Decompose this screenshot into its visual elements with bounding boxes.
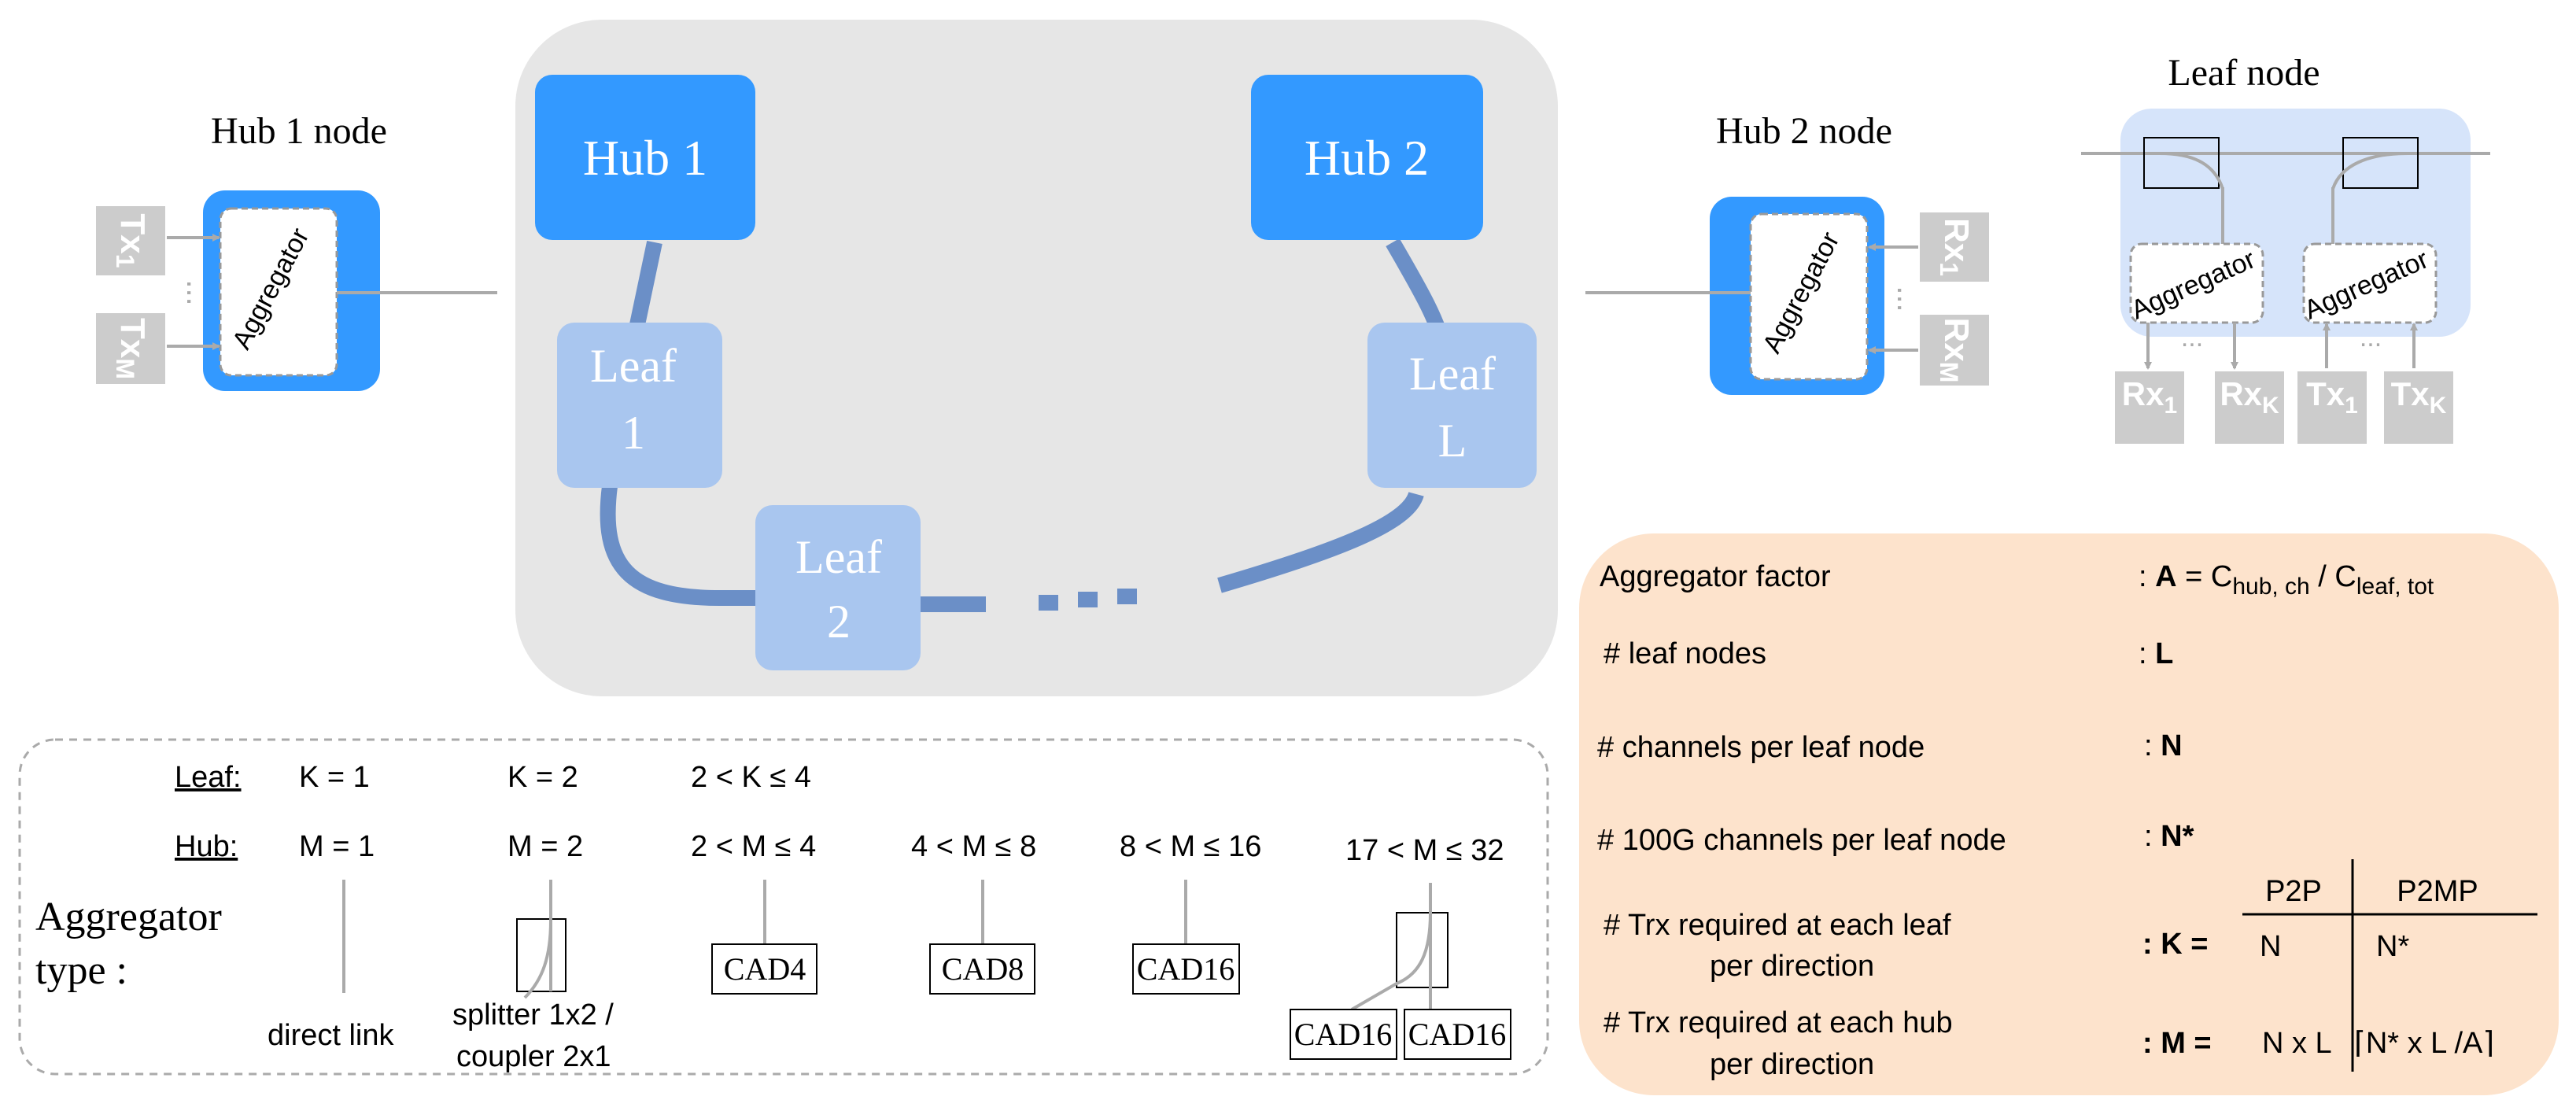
hub2-rx1-label: Rx1 bbox=[1935, 218, 1976, 276]
param-trx-hub-line1: # Trx required at each hub bbox=[1604, 1006, 1953, 1039]
param-aggregator-factor-label: Aggregator factor bbox=[1600, 560, 1831, 593]
hub2-label: Hub 2 bbox=[1305, 130, 1429, 186]
hub1-block bbox=[535, 75, 755, 240]
leaf-txk-label: TxK bbox=[2391, 375, 2447, 419]
col6-splitter-box bbox=[1396, 912, 1449, 988]
leaf-node-title: Leaf node bbox=[2168, 52, 2320, 94]
col2-hub-condition: M = 2 bbox=[507, 830, 583, 863]
table-col-p2mp: P2MP bbox=[2397, 875, 2478, 908]
leaf2-label-line2: 2 bbox=[827, 596, 851, 648]
col5-hub-condition: 8 < M ≤ 16 bbox=[1120, 830, 1261, 863]
param-leaf-nodes-value: : L bbox=[2139, 637, 2173, 670]
hub1-aggregator bbox=[219, 207, 338, 377]
hub2-block bbox=[1251, 75, 1483, 240]
col1-leaf-condition: K = 1 bbox=[299, 761, 370, 794]
param-channels-value: : N bbox=[2144, 729, 2183, 762]
param-channels-label: # channels per leaf node bbox=[1597, 731, 1925, 764]
table-m-p2p: N x L bbox=[2262, 1027, 2332, 1060]
leaf-aggregator-left bbox=[2129, 242, 2264, 324]
param-leaf-nodes-label: # leaf nodes bbox=[1604, 637, 1766, 670]
leaf-tx1-port bbox=[2297, 371, 2367, 444]
param-trx-leaf-line1: # Trx required at each leaf bbox=[1604, 909, 1951, 942]
table-k-p2p: N bbox=[2260, 930, 2281, 963]
leafL-label-line1: Leaf bbox=[1409, 348, 1496, 400]
splitter-path bbox=[523, 880, 552, 999]
hub2-aggregator bbox=[1749, 212, 1869, 381]
param-100g-channels-label: # 100G channels per leaf node bbox=[1597, 824, 2006, 857]
leaf2-label-line1: Leaf bbox=[795, 531, 882, 583]
leaf1-label-line2: 1 bbox=[622, 407, 645, 459]
col6-cad16-box-1 bbox=[1290, 1009, 1397, 1060]
hub1-tx-ellipsis: ... bbox=[180, 279, 215, 305]
col6-cad16-label-2: CAD16 bbox=[1408, 1017, 1506, 1052]
leaf-aggregator-right bbox=[2302, 242, 2438, 324]
leaf-txk-port bbox=[2384, 371, 2453, 444]
splitter-box bbox=[516, 918, 566, 992]
col2-caption-line1: splitter 1x2 / bbox=[452, 998, 614, 1032]
table-k-p2mp: N* bbox=[2376, 930, 2409, 963]
leaf-row-label: Leaf: bbox=[175, 761, 242, 794]
aggregator-type-label-line2: type : bbox=[35, 948, 127, 993]
cad16-box bbox=[1132, 943, 1240, 995]
table-m-p2mp: ⌈N* x L /A⌉ bbox=[2354, 1027, 2494, 1060]
hub1-label: Hub 1 bbox=[583, 130, 707, 186]
col3-leaf-condition: 2 < K ≤ 4 bbox=[691, 761, 811, 794]
leaf1-label-line1: Leaf bbox=[590, 340, 677, 392]
leaf-rx-ellipsis: ... bbox=[2181, 323, 2203, 352]
leaf-add-switch bbox=[2342, 137, 2419, 189]
hub2-rxm-label: RxM bbox=[1935, 318, 1976, 383]
leafL-label-line2: L bbox=[1438, 415, 1467, 467]
col1-hub-condition: M = 1 bbox=[299, 830, 375, 863]
cad16-label: CAD16 bbox=[1137, 951, 1234, 987]
parameters-panel bbox=[1579, 533, 2559, 1095]
hub2-rx1-port bbox=[1920, 212, 1989, 282]
hub2-rx-ellipsis: ... bbox=[1891, 286, 1925, 312]
leaf-add-switch-curve bbox=[2331, 152, 2408, 190]
leaf-rx1-label: Rx1 bbox=[2122, 375, 2177, 419]
leaf-rxk-port bbox=[2215, 371, 2284, 444]
col6-hub-condition: 17 < M ≤ 32 bbox=[1345, 834, 1504, 867]
hub1-node-title: Hub 1 node bbox=[211, 110, 387, 152]
leaf-rx1-port bbox=[2115, 371, 2184, 444]
cad8-box bbox=[929, 943, 1035, 995]
table-col-p2p: P2P bbox=[2265, 875, 2322, 908]
leaf-drop-switch-curve bbox=[2159, 152, 2224, 190]
leaf-drop-switch bbox=[2143, 137, 2220, 189]
aggregator-types-panel bbox=[18, 738, 1549, 1076]
col2-caption-line2: coupler 2x1 bbox=[456, 1040, 611, 1073]
param-trx-hub-line2: per direction bbox=[1710, 1048, 1874, 1081]
cad4-box bbox=[711, 943, 817, 995]
aggregator-type-label-line1: Aggregator bbox=[35, 895, 222, 939]
cad4-label: CAD4 bbox=[724, 951, 806, 987]
leaf-tx-ellipsis: ... bbox=[2360, 323, 2382, 352]
col6-splitter-curve bbox=[1350, 912, 1432, 1011]
leaf2-block bbox=[755, 505, 921, 670]
param-aggregator-factor-value: : A = Chub, ch / Cleaf, tot bbox=[2139, 560, 2434, 600]
param-k-label: : K = bbox=[2142, 928, 2208, 961]
hub1-txm-label: TxM bbox=[111, 318, 153, 379]
col2-leaf-condition: K = 2 bbox=[507, 761, 578, 794]
param-100g-channels-value: : N* bbox=[2144, 820, 2194, 853]
col1-caption: direct link bbox=[268, 1019, 394, 1052]
param-m-label: : M = bbox=[2142, 1027, 2212, 1060]
hub-row-label: Hub: bbox=[175, 830, 238, 863]
col4-hub-condition: 4 < M ≤ 8 bbox=[911, 830, 1036, 863]
col6-cad16-label-1: CAD16 bbox=[1294, 1017, 1392, 1052]
hub1-tx1-port bbox=[96, 206, 165, 275]
col3-hub-condition: 2 < M ≤ 4 bbox=[691, 830, 816, 863]
col6-cad16-box-2 bbox=[1404, 1009, 1511, 1060]
hub2-rxm-port bbox=[1920, 315, 1989, 386]
hub2-node-title: Hub 2 node bbox=[1716, 110, 1892, 152]
leafL-block bbox=[1367, 323, 1537, 488]
leaf-rxk-label: RxK bbox=[2220, 375, 2279, 419]
hub1-txm-port bbox=[96, 313, 165, 384]
cad8-label: CAD8 bbox=[942, 951, 1024, 987]
leaf1-block bbox=[557, 323, 722, 488]
param-trx-leaf-line2: per direction bbox=[1710, 950, 1874, 983]
hub1-tx1-label: Tx1 bbox=[111, 213, 153, 268]
leaf-tx1-label: Tx1 bbox=[2306, 375, 2358, 419]
